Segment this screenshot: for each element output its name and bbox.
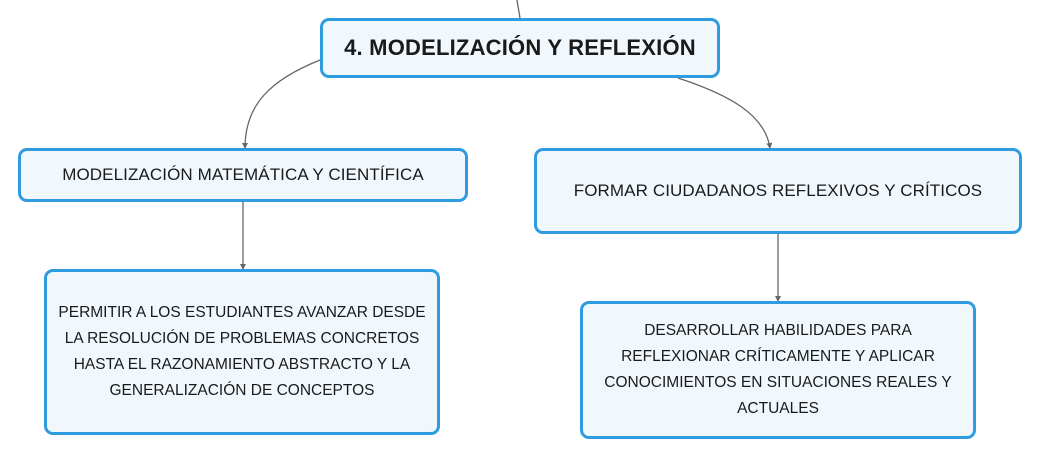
connector-root-to-right-branch — [677, 77, 773, 149]
leaf-label-ciudadanos: DESARROLLAR HABILIDADES PARA REFLEXIONAR… — [604, 322, 952, 417]
branch-node-modelizacion[interactable]: MODELIZACIÓN MATEMÁTICA Y CIENTÍFICA — [18, 148, 468, 202]
leaf-node-modelizacion[interactable]: PERMITIR A LOS ESTUDIANTES AVANZAR DESDE… — [44, 269, 440, 435]
leaf-label-modelizacion: PERMITIR A LOS ESTUDIANTES AVANZAR DESDE… — [58, 304, 426, 399]
leaf-node-ciudadanos[interactable]: DESARROLLAR HABILIDADES PARA REFLEXIONAR… — [580, 301, 976, 439]
connector-incoming-root — [516, 0, 521, 19]
root-topic-label: 4. MODELIZACIÓN Y REFLEXIÓN — [344, 35, 696, 60]
connector-root-to-left-branch — [242, 59, 321, 149]
root-topic-node[interactable]: 4. MODELIZACIÓN Y REFLEXIÓN — [320, 18, 720, 78]
branch-node-ciudadanos[interactable]: FORMAR CIUDADANOS REFLEXIVOS Y CRÍTICOS — [534, 148, 1022, 234]
branch-label-ciudadanos: FORMAR CIUDADANOS REFLEXIVOS Y CRÍTICOS — [573, 181, 983, 200]
branch-label-modelizacion: MODELIZACIÓN MATEMÁTICA Y CIENTÍFICA — [62, 165, 424, 184]
